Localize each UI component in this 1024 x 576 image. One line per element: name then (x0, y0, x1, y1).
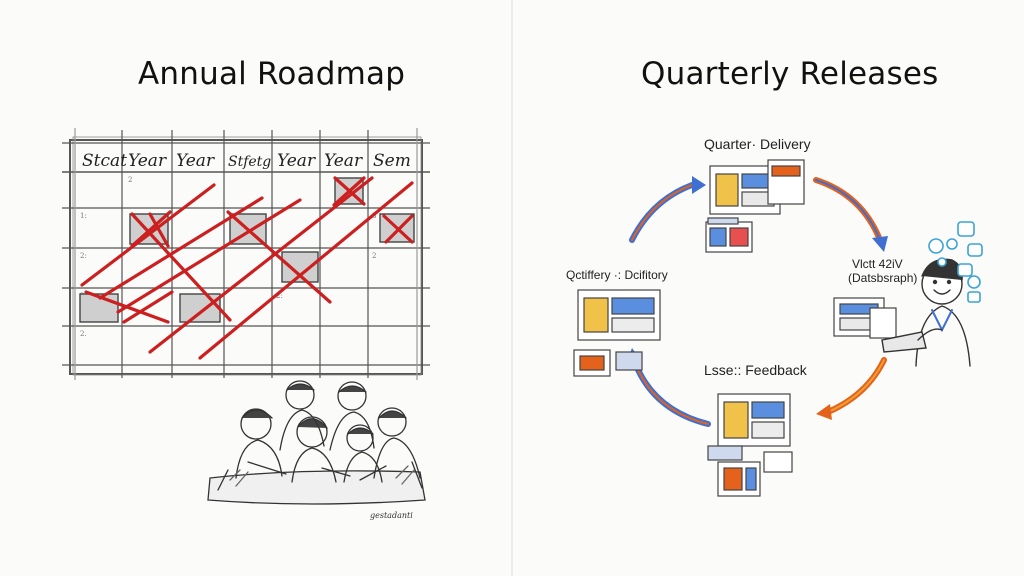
label-user-feedback: Lsse:: Feedback (704, 362, 808, 378)
red-cross-outs (80, 176, 414, 360)
screen-cluster-right (833, 297, 897, 339)
arrow-top-left (629, 182, 695, 243)
calendar-header-5: Year (277, 151, 316, 171)
bubble-icon (928, 238, 944, 254)
like-icon (967, 243, 983, 257)
calendar-header-2: Year (128, 151, 167, 171)
calendar-header-6: Year (324, 151, 363, 171)
svg-text:1:: 1: (80, 212, 87, 220)
arrow-bottom-left (631, 357, 711, 427)
svg-text:2:: 2: (80, 252, 87, 260)
calendar-header-4: Stfetg (228, 154, 271, 170)
person-with-laptop-sketch (881, 258, 971, 367)
chat-bubble-icon (957, 221, 975, 237)
calendar-day-marks: 1:22: 2:2.2: 32 (80, 176, 376, 338)
floating-feedback-icons (928, 221, 983, 303)
quarterly-cycle-diagram: Quarter· Delivery Qctiffery ·: Dcifitory… (566, 136, 983, 497)
annual-roadmap-title: Annual Roadmap (138, 56, 406, 92)
calendar-header-7: Sem (373, 151, 411, 171)
svg-text:2:: 2: (276, 292, 283, 300)
label-right-stage-line2: (Datsbsraph) (848, 271, 917, 285)
arrow-top-right (813, 177, 883, 243)
artist-signature: gestadanti (370, 511, 413, 520)
screen-cluster-bottom (707, 393, 793, 497)
calendar-header-3: Year (176, 151, 215, 171)
label-quarter-delivery: Quarter· Delivery (704, 136, 811, 152)
label-right-stage-line1: Vlctt 42iV (852, 257, 903, 271)
svg-text:2.: 2. (80, 330, 87, 338)
annual-roadmap-sketch: Stcat Year Year Stfetg Year Year Sem 1: 2… (62, 128, 430, 520)
panel-divider (511, 0, 513, 576)
team-meeting-sketch (207, 380, 426, 505)
screen-cluster-top (705, 159, 805, 253)
svg-text:2: 2 (128, 176, 132, 184)
quarterly-releases-title: Quarterly Releases (641, 56, 939, 92)
svg-text:2: 2 (372, 252, 376, 260)
calendar-header-1: Stcat (82, 151, 127, 171)
arrow-bottom-right (825, 357, 887, 415)
label-left-stage: Qctiffery ·: Dcifitory (566, 268, 668, 282)
screen-cluster-left (573, 289, 661, 377)
calendar-header-labels: Stcat Year Year Stfetg Year Year Sem (82, 151, 411, 171)
